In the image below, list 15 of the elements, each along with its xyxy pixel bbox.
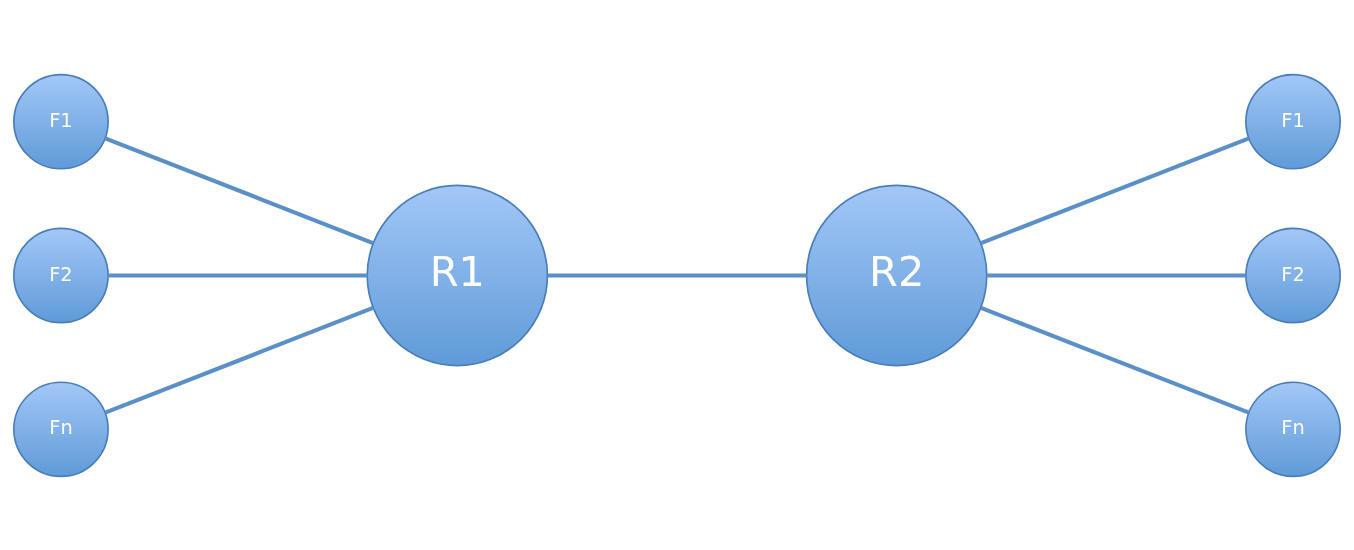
node-circle: Fn (13, 380, 109, 477)
node-circle: F2 (1245, 227, 1341, 323)
node-circle: R2 (805, 184, 988, 366)
node-circle: Fn (1245, 380, 1341, 477)
connector (980, 135, 1250, 245)
connector (104, 305, 374, 414)
connector (547, 272, 807, 278)
node-circle: F1 (1245, 73, 1341, 170)
node-circle: R1 (366, 184, 549, 366)
node-circle: F1 (13, 73, 109, 170)
connector (980, 305, 1250, 415)
node-circle: F2 (13, 227, 109, 323)
connector (986, 272, 1246, 278)
connector (108, 272, 368, 278)
connector (104, 136, 374, 245)
